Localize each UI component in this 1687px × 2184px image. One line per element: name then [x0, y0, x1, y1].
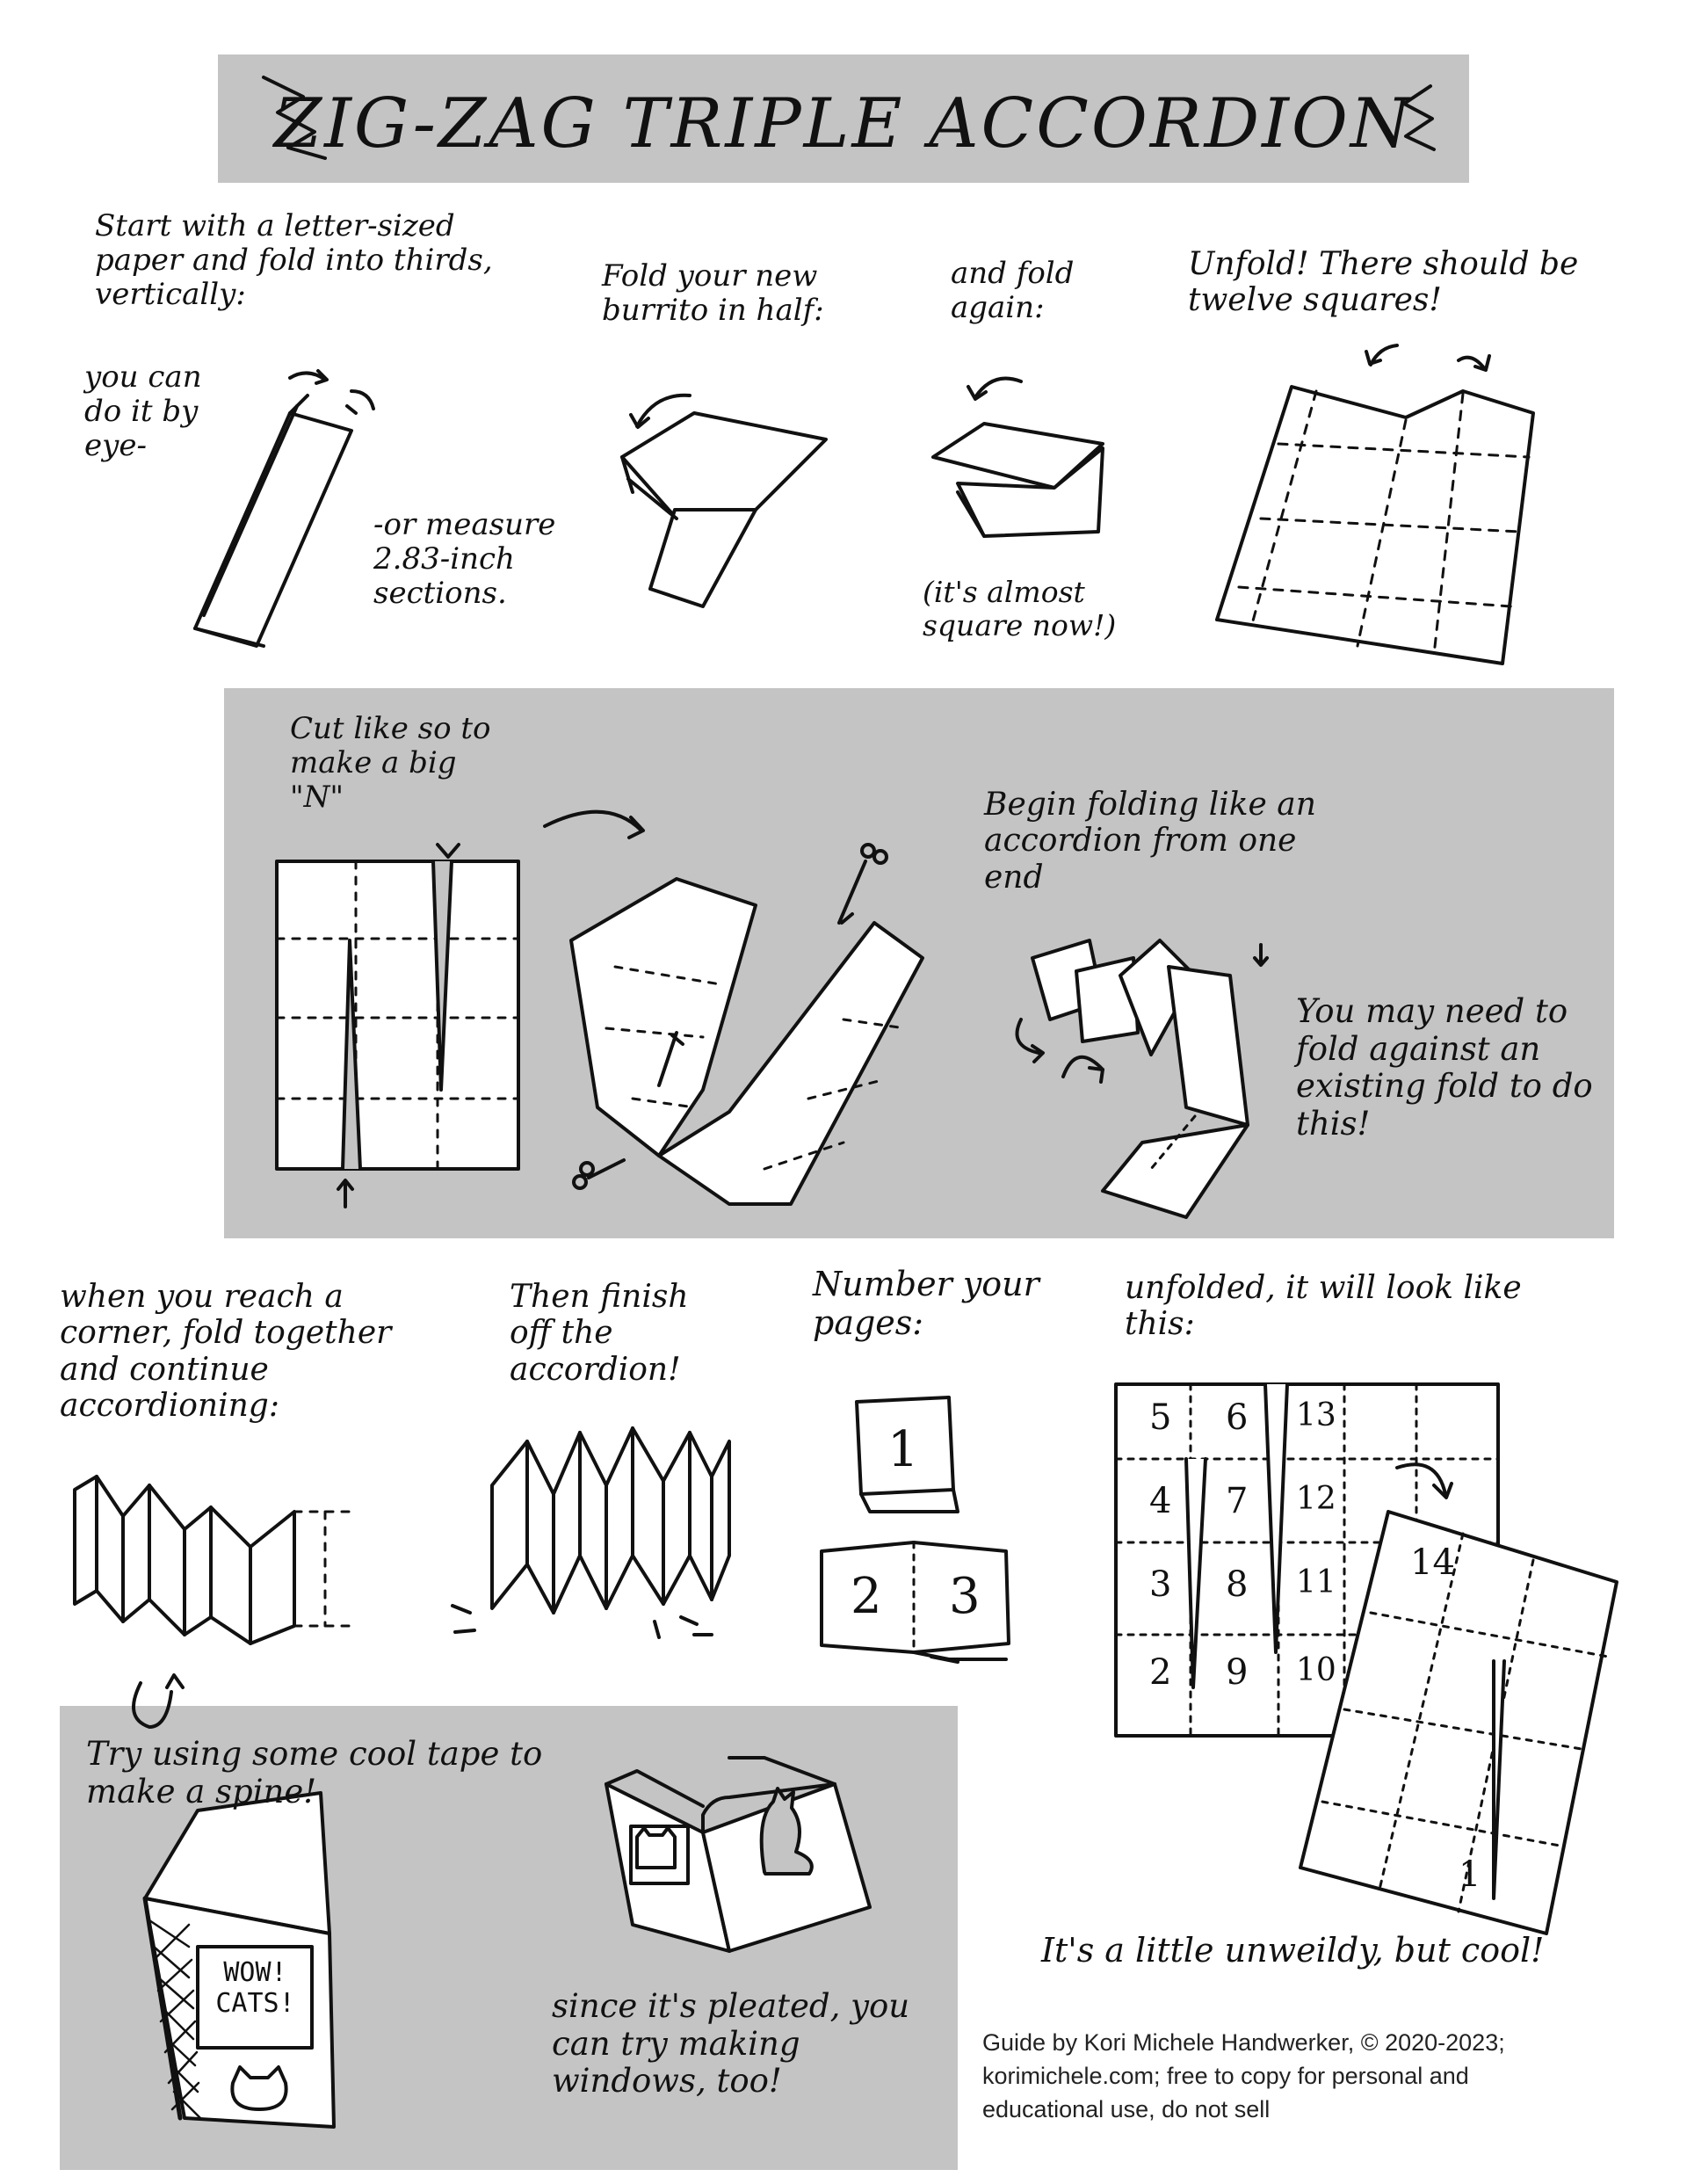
right-zigzag-icon: [1404, 86, 1434, 149]
credit-line: Guide by Kori Michele Handwerker, © 2020…: [982, 2026, 1505, 2059]
page-number: 9: [1226, 1652, 1248, 1693]
page-number-spread-right: 3: [949, 1569, 981, 1625]
page-number: 6: [1226, 1397, 1248, 1438]
windows-book-drawing: [606, 1758, 870, 1951]
corner-text: when you reach a corner, fold together a…: [60, 1279, 429, 1425]
begin-folding-text: Begin folding like an accordion from one…: [984, 787, 1362, 896]
almost-square-drawing: [933, 379, 1103, 536]
tape-text: Try using some cool tape to make a spine…: [86, 1736, 578, 1810]
by-eye-text: you can do it by eye-: [84, 360, 234, 463]
credit-line: educational use, do not sell: [982, 2093, 1505, 2126]
step-start-text: Start with a letter-sized paper and fold…: [95, 209, 552, 312]
page-number: 12: [1296, 1481, 1336, 1517]
page-number: 5: [1149, 1397, 1171, 1438]
page-number-flipped-bottom: 1: [1459, 1854, 1481, 1895]
almost-square-text: (it's almost square now!): [923, 576, 1169, 642]
number-text: Number your pages:: [813, 1266, 1050, 1342]
accordion-begin-drawing: [1017, 940, 1268, 1217]
page-number: 13: [1296, 1397, 1336, 1433]
credit-line: korimichele.com; free to copy for person…: [982, 2059, 1505, 2093]
page-number: 7: [1226, 1481, 1248, 1521]
page-number: 8: [1226, 1564, 1248, 1605]
cat-window-icon: [637, 1828, 675, 1868]
credit-block: Guide by Kori Michele Handwerker, © 2020…: [982, 2026, 1505, 2126]
unweildy-text: It's a little unweildy, but cool!: [1041, 1932, 1656, 1970]
burrito-half-drawing: [622, 395, 826, 606]
finish-text: Then finish off the accordion!: [510, 1279, 738, 1388]
windows-text: since it's pleated, you can try making w…: [552, 1988, 947, 2101]
twelve-squares-drawing: [1217, 345, 1533, 664]
page-number: 4: [1149, 1481, 1171, 1521]
book-cover-line2: CATS!: [209, 1989, 301, 2020]
page-number-small-book: 1: [887, 1422, 919, 1478]
corner-accordion-drawing: [75, 1477, 351, 1727]
measure-text: -or measure 2.83-inch sections.: [373, 508, 602, 611]
book-cover-title: WOW! CATS!: [209, 1958, 301, 2019]
unfolded-text: unfolded, it will look like this:: [1125, 1270, 1529, 1343]
n-bent-drawing: [571, 845, 923, 1204]
page-number-flipped-top: 14: [1410, 1542, 1455, 1583]
cut-text: Cut like so to make a big "N": [290, 712, 518, 815]
left-zigzag-icon: [264, 77, 325, 158]
may-need-text: You may need to fold against an existing…: [1296, 993, 1612, 1143]
unfold-text: Unfold! There should be twelve squares!: [1188, 246, 1592, 319]
fold-half-text: Fold your new burrito in half:: [602, 259, 865, 328]
page-number: 2: [1149, 1652, 1171, 1693]
page-number-spread-left: 2: [851, 1569, 882, 1625]
book-cover-line1: WOW!: [209, 1958, 301, 1989]
fold-again-text: and fold again:: [951, 257, 1126, 325]
page-number: 10: [1296, 1652, 1336, 1688]
page-number: 3: [1149, 1564, 1171, 1605]
page-number: 11: [1296, 1564, 1336, 1600]
finished-accordion-drawing: [453, 1428, 729, 1637]
